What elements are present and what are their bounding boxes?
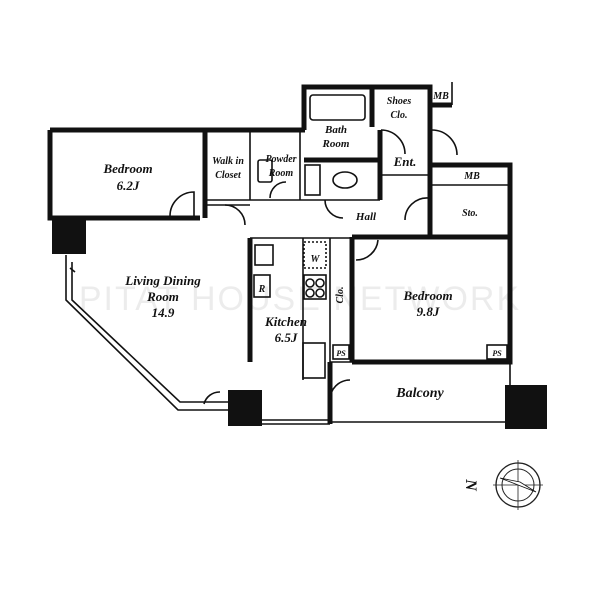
kitchen-sink (254, 244, 274, 266)
shoes-closet-line2: Clo. (391, 110, 408, 121)
storage-label: Sto. (462, 208, 478, 219)
pillar-bottom (228, 390, 262, 426)
bathtub (309, 94, 366, 121)
toilet (332, 171, 358, 189)
bedroom2-size: 9.8J (417, 304, 440, 319)
fixtures (253, 94, 508, 379)
powder-room-line1: Powder (265, 154, 296, 165)
bath-room-line1: Bath (324, 124, 347, 136)
ps-left-label: PS (336, 349, 346, 358)
washer-label: W (311, 254, 321, 265)
living-size: 14.9 (152, 305, 175, 320)
balcony-label: Balcony (395, 386, 444, 401)
bath-room-line2: Room (322, 138, 350, 150)
wash-basin-counter (304, 164, 321, 196)
mb-right-label: MB (463, 171, 480, 182)
interior-walls (205, 125, 433, 424)
cooktop (303, 274, 327, 300)
powder-sink (257, 159, 273, 183)
kitchen-size: 6.5J (275, 330, 298, 345)
bedroom2-name: Bedroom (402, 288, 452, 303)
ps-box-left (332, 344, 350, 360)
powder-room-line2: Room (268, 168, 294, 179)
mb-top-label: MB (432, 91, 449, 102)
outer-walls (47, 82, 513, 425)
walkin-closet-line2: Closet (215, 170, 242, 181)
compass-icon (493, 460, 543, 510)
ps-right-label: PS (492, 349, 502, 358)
walkin-closet-line1: Walk in (212, 156, 244, 167)
living-line2: Room (146, 289, 179, 304)
pillar-left (52, 219, 86, 254)
fridge-label: R (258, 284, 266, 295)
watermark-text: PITAT HOUSE NETWORK (79, 280, 521, 318)
kitchen-name: Kitchen (264, 314, 307, 329)
kitchen-cabinet (302, 342, 326, 379)
living-line1: Living Dining (124, 273, 201, 288)
pillar-right (505, 385, 547, 429)
shoes-closet-line1: Shoes (387, 96, 412, 107)
bedroom1-size: 6.2J (117, 178, 140, 193)
bedroom1-name: Bedroom (102, 161, 152, 176)
compass-north-label: N (462, 478, 479, 492)
fridge-space (253, 274, 271, 298)
closet-small-label: Clo. (335, 287, 346, 304)
ps-box-right (486, 344, 508, 360)
door-swings (69, 129, 458, 405)
entrance-label: Ent. (393, 154, 417, 169)
hall-label: Hall (355, 211, 377, 223)
